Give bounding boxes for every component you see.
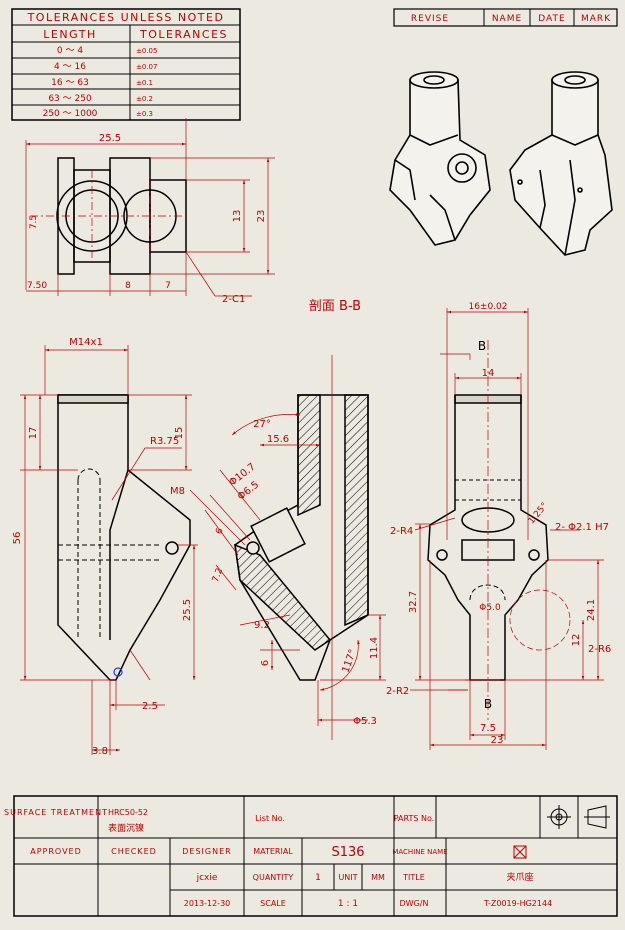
tb-date: 2013-12-30 xyxy=(184,899,231,908)
tb-title-value: 夹爪座 xyxy=(506,871,533,883)
dim-15: 15 xyxy=(174,427,185,440)
isometric-view-back xyxy=(509,71,613,256)
section-label-b-top: B xyxy=(478,339,486,353)
dim-ang-117: 117° xyxy=(340,648,359,674)
tolerance-row-length: 4 ～ 16 xyxy=(54,62,86,72)
dim-r6: 2-R6 xyxy=(588,644,611,655)
dim-2-5: 2.5 xyxy=(142,701,158,712)
dim-9-2: 9.2 xyxy=(254,620,270,631)
dim-7-5: 7.5 xyxy=(480,723,496,734)
dim-phi-5-3: Φ5.3 xyxy=(353,716,377,727)
dim-13: 13 xyxy=(232,210,243,223)
top-view-dim-lines xyxy=(25,118,275,297)
side-view-dims xyxy=(410,308,604,750)
dim-25-5: 25.5 xyxy=(182,599,193,621)
dim-15-6: 15.6 xyxy=(267,434,289,445)
tolerance-row-tol: ±0.07 xyxy=(136,63,157,71)
tb-approved: APPROVED xyxy=(30,847,82,856)
tb-material-value: S136 xyxy=(331,845,364,860)
revision-table xyxy=(393,8,618,27)
dim-24-1: 24.1 xyxy=(586,599,597,621)
dim-6: 6 xyxy=(214,527,225,536)
datum-mark xyxy=(113,667,123,677)
tb-parts-no: PARTS No. xyxy=(394,814,435,823)
tb-dwg-label: DWG/N xyxy=(400,899,429,908)
dim-phi-5: Φ5.0 xyxy=(479,603,501,613)
projection-symbol-icon xyxy=(547,805,610,829)
dim-7: 7 xyxy=(165,281,171,291)
tolerance-row-length: 250 ～ 1000 xyxy=(43,109,98,119)
tolerance-row-length: 16 ～ 63 xyxy=(51,78,89,88)
tolerance-row-length: 63 ～ 250 xyxy=(48,94,92,104)
tolerance-row-length: 0 ～ 4 xyxy=(57,46,83,56)
dim-11-4: 11.4 xyxy=(369,637,380,659)
tb-unit-value: MM xyxy=(371,873,385,882)
front-view-dims xyxy=(20,345,198,755)
tolerance-row-tol: ±0.2 xyxy=(136,95,153,103)
dim-ang-125: 1.25° xyxy=(527,501,550,526)
dim-14: 14 xyxy=(482,368,495,379)
section-view-dims xyxy=(189,355,386,740)
section-label-b-bottom: B xyxy=(484,697,492,711)
revision-revise: REVISE xyxy=(411,14,449,24)
tb-scale-value: 1 : 1 xyxy=(338,899,358,909)
dim-17: 17 xyxy=(28,427,39,440)
dim-7-50: 7.50 xyxy=(27,281,47,291)
tolerance-row-tol: ±0.1 xyxy=(136,79,153,87)
section-view xyxy=(234,394,369,681)
tolerance-table xyxy=(11,8,241,121)
dim-8: 8 xyxy=(125,281,131,291)
dim-top-width: 25.5 xyxy=(99,133,121,144)
tolerance-col-tolerance: TOLERANCES xyxy=(139,28,228,41)
tb-material: MATERIAL xyxy=(253,847,293,856)
tb-machine-name: MACHINE NAME xyxy=(392,848,447,856)
dim-12: 12 xyxy=(571,634,582,647)
dim-r375: R3.75 xyxy=(150,436,179,447)
tb-list-no: List No. xyxy=(255,814,285,823)
tb-surface-treatment: SURFACE TREATMENT xyxy=(4,808,108,817)
dim-3-8: 3.8 xyxy=(92,746,108,757)
section-title: 剖面 B-B xyxy=(309,299,361,314)
tb-quantity: QUANTITY xyxy=(253,873,294,882)
dim-6b: 6 xyxy=(260,660,271,666)
tb-title-label: TITLE xyxy=(402,873,425,882)
tb-machine-mark xyxy=(513,845,527,859)
tb-hardness: HRC50-52 xyxy=(108,808,148,817)
tolerance-table-title: TOLERANCES UNLESS NOTED xyxy=(27,11,225,24)
tb-checked: CHECKED xyxy=(111,847,157,856)
dim-32-7: 32.7 xyxy=(408,591,419,613)
dim-r4: 2-R4 xyxy=(390,526,413,537)
tolerance-col-length: LENGTH xyxy=(43,28,96,41)
top-view-centerlines xyxy=(30,170,190,262)
tb-scale: SCALE xyxy=(260,899,286,908)
dim-thread: M14x1 xyxy=(69,337,103,348)
revision-mark: MARK xyxy=(581,14,611,24)
dim-phi-2-1: 2- Φ2.1 H7 xyxy=(555,522,609,533)
revision-date: DATE xyxy=(538,14,565,24)
front-view xyxy=(57,394,191,681)
tolerance-row-tol: ±0.05 xyxy=(136,47,157,55)
dim-56: 56 xyxy=(12,532,23,545)
title-block xyxy=(13,795,618,917)
tb-quantity-value: 1 xyxy=(315,873,321,883)
tb-unit: UNIT xyxy=(338,873,357,882)
dim-m8: M8 xyxy=(170,486,185,497)
dim-16: 16±0.02 xyxy=(468,302,507,312)
dim-7-5-left: 7.5 xyxy=(29,215,39,229)
chamfer-note: 2-C1 xyxy=(222,294,245,305)
dim-23b: 23 xyxy=(491,735,504,746)
dim-r2: 2-R2 xyxy=(386,686,409,697)
tb-designer: DESIGNER xyxy=(182,847,231,856)
dim-ang-27: 27° xyxy=(253,419,271,430)
tb-designer-name: jcxie xyxy=(196,873,218,883)
revision-name: NAME xyxy=(492,14,522,24)
dim-23: 23 xyxy=(256,210,267,223)
dim-7-2: 7.2 xyxy=(211,567,225,584)
tb-hardness-note: 表面沉镍 xyxy=(108,822,144,834)
tolerance-row-tol: ±0.3 xyxy=(136,110,153,118)
tb-dwg-value: T-Z0019-HG2144 xyxy=(483,899,552,908)
isometric-view-front xyxy=(389,71,491,246)
